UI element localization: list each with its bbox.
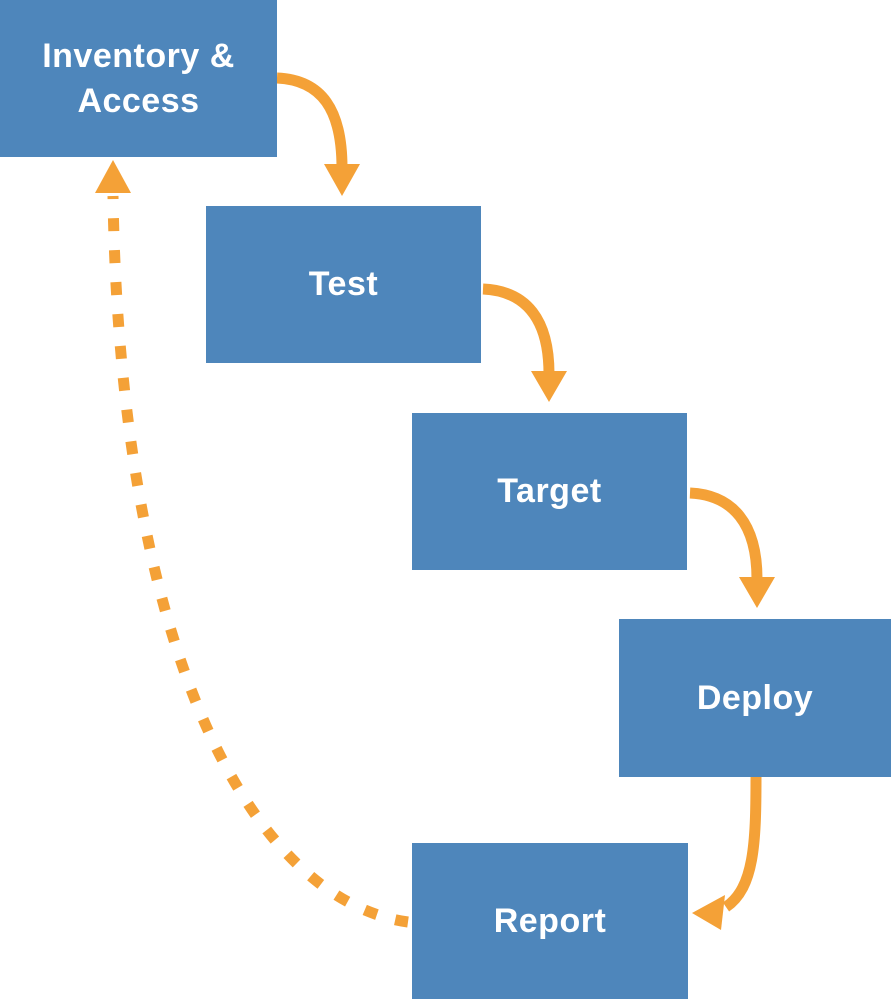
node-label: Report	[493, 901, 607, 940]
arrow-deploy-to-report	[722, 776, 762, 912]
node-report: Report	[412, 843, 688, 999]
node-deploy: Deploy	[619, 619, 891, 777]
arrowhead-down-icon	[324, 164, 360, 196]
arrow-target-to-deploy	[689, 487, 763, 580]
node-label: Test	[308, 265, 379, 303]
node-label: Deploy	[696, 678, 814, 717]
node-inventory-access: Inventory & Access	[0, 0, 277, 157]
arrowhead-down-icon	[739, 577, 775, 608]
node-target: Target	[412, 413, 687, 570]
arrowhead-up-icon	[95, 160, 131, 193]
arrowhead-down-icon	[531, 371, 567, 402]
node-label: Target	[497, 472, 602, 510]
arrow-test-to-target	[482, 283, 555, 375]
arrow-report-to-inventory-dashed	[107, 195, 409, 928]
arrow-inventory-to-test	[276, 72, 348, 169]
arrowhead-left-icon	[692, 895, 725, 930]
node-label: Inventory & Access	[42, 36, 235, 120]
node-test: Test	[206, 206, 481, 363]
